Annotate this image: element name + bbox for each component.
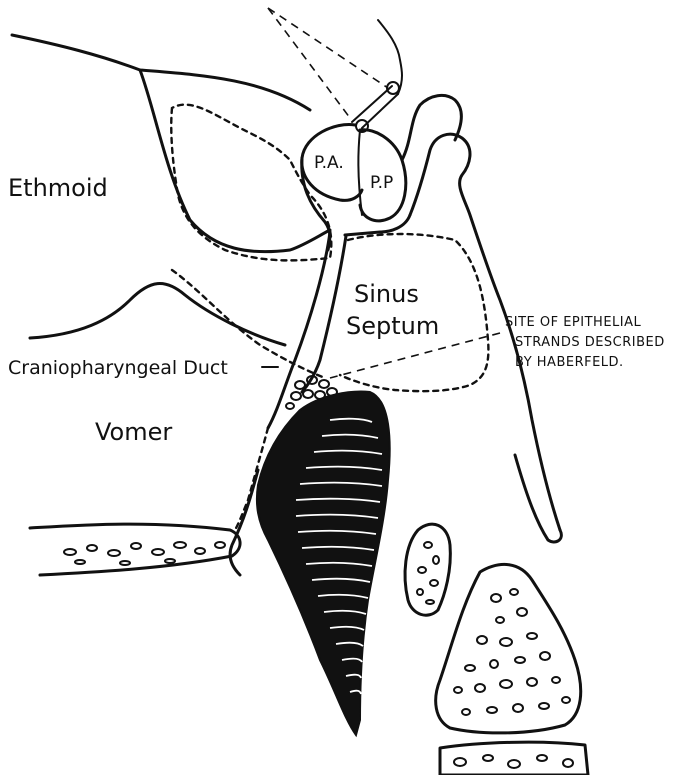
- pituitary-stalk: [352, 20, 402, 132]
- label-duct: Craniopharyngeal Duct: [8, 357, 228, 379]
- label-septum: Septum: [346, 312, 439, 340]
- palate-bone: [30, 524, 240, 575]
- label-pp: P.P: [370, 173, 393, 193]
- label-vomer: Vomer: [95, 418, 172, 446]
- label-ethmoid: Ethmoid: [8, 174, 108, 202]
- atlas-fragment: [405, 524, 450, 615]
- label-sinus: Sinus: [354, 280, 419, 308]
- label-site-3: BY HABERFELD.: [515, 355, 624, 370]
- sella-posterior-outline: [402, 95, 461, 160]
- label-site-2: STRANDS DESCRIBED: [515, 335, 665, 350]
- dorsum-tip: [515, 455, 561, 542]
- clivus-inner: [345, 215, 410, 235]
- pharyngeal-wall: [230, 470, 258, 575]
- label-site-1: SITE OF EPITHELIAL: [505, 315, 642, 330]
- lower-vertebra: [440, 742, 588, 775]
- label-pa: P.A.: [314, 153, 344, 173]
- skull-base-outline: [12, 35, 310, 110]
- lobe-divider: [358, 130, 362, 215]
- axis-vertebra: [436, 564, 581, 732]
- guide-lines: [268, 8, 388, 118]
- pharyngeal-tonsil: [257, 392, 390, 735]
